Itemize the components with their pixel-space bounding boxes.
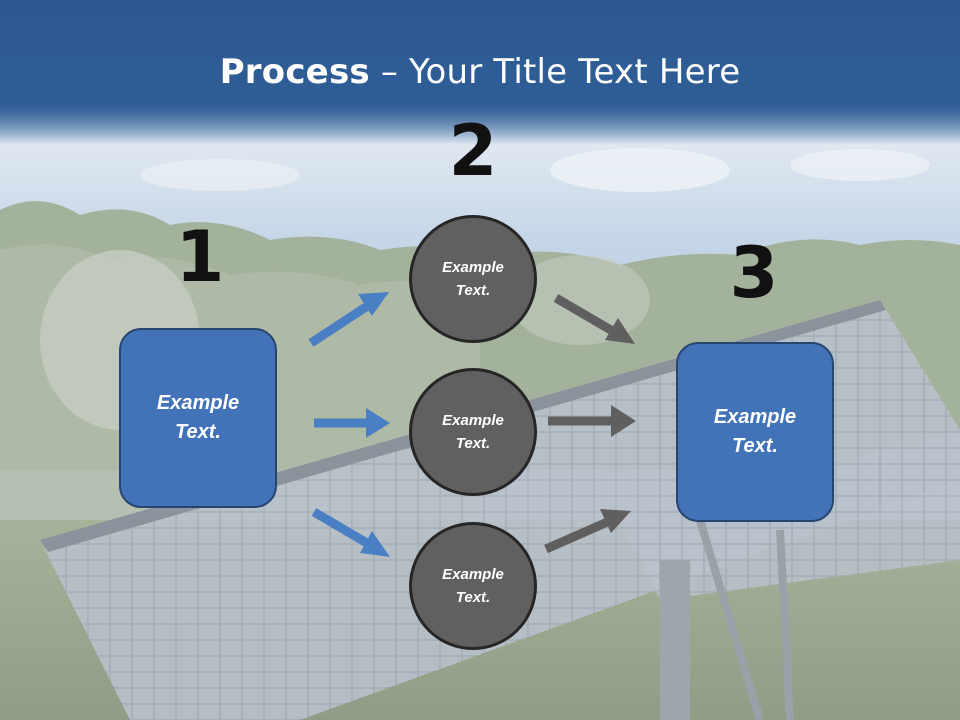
right-box: Example Text.: [676, 342, 834, 522]
title-rest: – Your Title Text Here: [369, 52, 741, 92]
circle-middle: Example Text.: [409, 368, 537, 496]
left-box: Example Text.: [119, 328, 277, 508]
step-number-1: 1: [175, 216, 225, 298]
circle-top: Example Text.: [409, 215, 537, 343]
step-number-2: 2: [448, 110, 498, 192]
circle-bottom: Example Text.: [409, 522, 537, 650]
title-bold: Process: [219, 52, 370, 92]
step-number-3: 3: [729, 232, 779, 314]
slide-title: Process – Your Title Text Here: [0, 52, 960, 92]
